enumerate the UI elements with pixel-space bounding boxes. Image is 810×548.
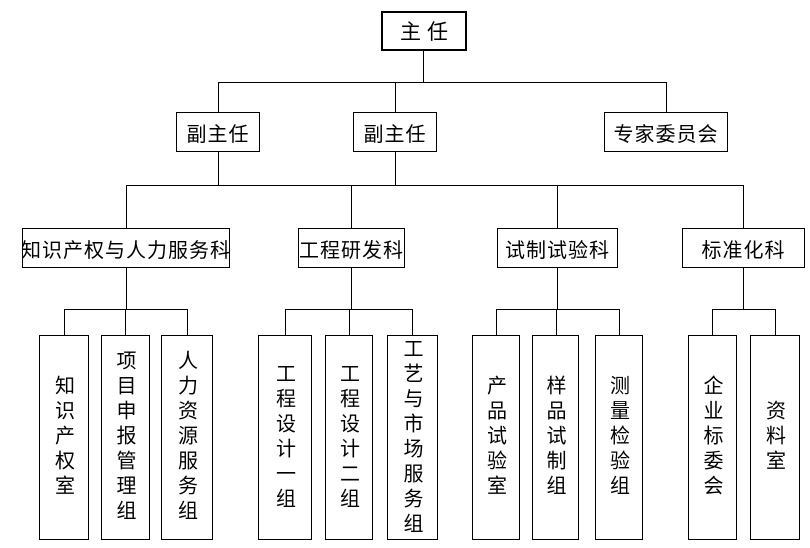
- connector-line: [712, 309, 713, 335]
- connector-line: [775, 309, 776, 335]
- connector-line: [556, 309, 557, 335]
- org-box-section-standardization: 标准化科: [682, 228, 805, 268]
- connector-line: [125, 309, 126, 335]
- org-box-deputy-director-1: 副主任: [176, 112, 260, 152]
- connector-line: [666, 82, 667, 112]
- connector-line: [126, 268, 127, 309]
- org-box-sample-trial-group: 样品试制组: [532, 335, 579, 540]
- connector-line: [412, 309, 413, 335]
- connector-line: [218, 82, 219, 112]
- connector-line: [712, 309, 776, 310]
- connector-line: [743, 185, 744, 228]
- connector-line: [619, 309, 620, 335]
- org-box-deputy-director-2: 副主任: [353, 112, 437, 152]
- connector-line: [557, 268, 558, 309]
- connector-line: [496, 309, 620, 310]
- org-box-ip-office: 知识产权室: [39, 335, 89, 540]
- connector-line: [496, 309, 497, 335]
- org-box-project-application-group: 项目申报管理组: [101, 335, 150, 540]
- connector-line: [351, 268, 352, 309]
- org-box-expert-committee: 专家委员会: [604, 112, 728, 152]
- org-box-enterprise-standards-committee: 企业标委会: [688, 335, 737, 540]
- org-box-engineering-design-group-2: 工程设计二组: [325, 335, 373, 540]
- org-box-director: 主任: [381, 11, 467, 51]
- connector-line: [285, 309, 286, 335]
- connector-line: [349, 309, 350, 335]
- connector-line: [218, 82, 667, 83]
- org-box-section-ip-hr: 知识产权与人力服务科: [22, 228, 230, 268]
- connector-line: [557, 185, 558, 228]
- connector-line: [64, 309, 188, 310]
- org-box-hr-service-group: 人力资源服务组: [161, 335, 213, 540]
- connector-line: [64, 309, 65, 335]
- org-box-engineering-design-group-1: 工程设计一组: [258, 335, 312, 540]
- org-box-measurement-inspection-group: 测量检验组: [595, 335, 643, 540]
- org-box-section-engineering-rd: 工程研发科: [298, 228, 405, 268]
- connector-line: [423, 51, 424, 82]
- connector-line: [395, 152, 396, 185]
- org-box-process-market-service-group: 工艺与市场服务组: [387, 335, 438, 540]
- connector-line: [351, 185, 352, 228]
- connector-line: [395, 82, 396, 112]
- org-box-product-test-lab: 产品试验室: [472, 335, 520, 540]
- connector-line: [187, 309, 188, 335]
- connector-line: [743, 268, 744, 309]
- connector-line: [218, 152, 219, 185]
- org-box-section-trial-test: 试制试验科: [497, 228, 618, 268]
- connector-line: [126, 185, 744, 186]
- org-box-reference-room: 资料室: [750, 335, 800, 540]
- connector-line: [126, 185, 127, 228]
